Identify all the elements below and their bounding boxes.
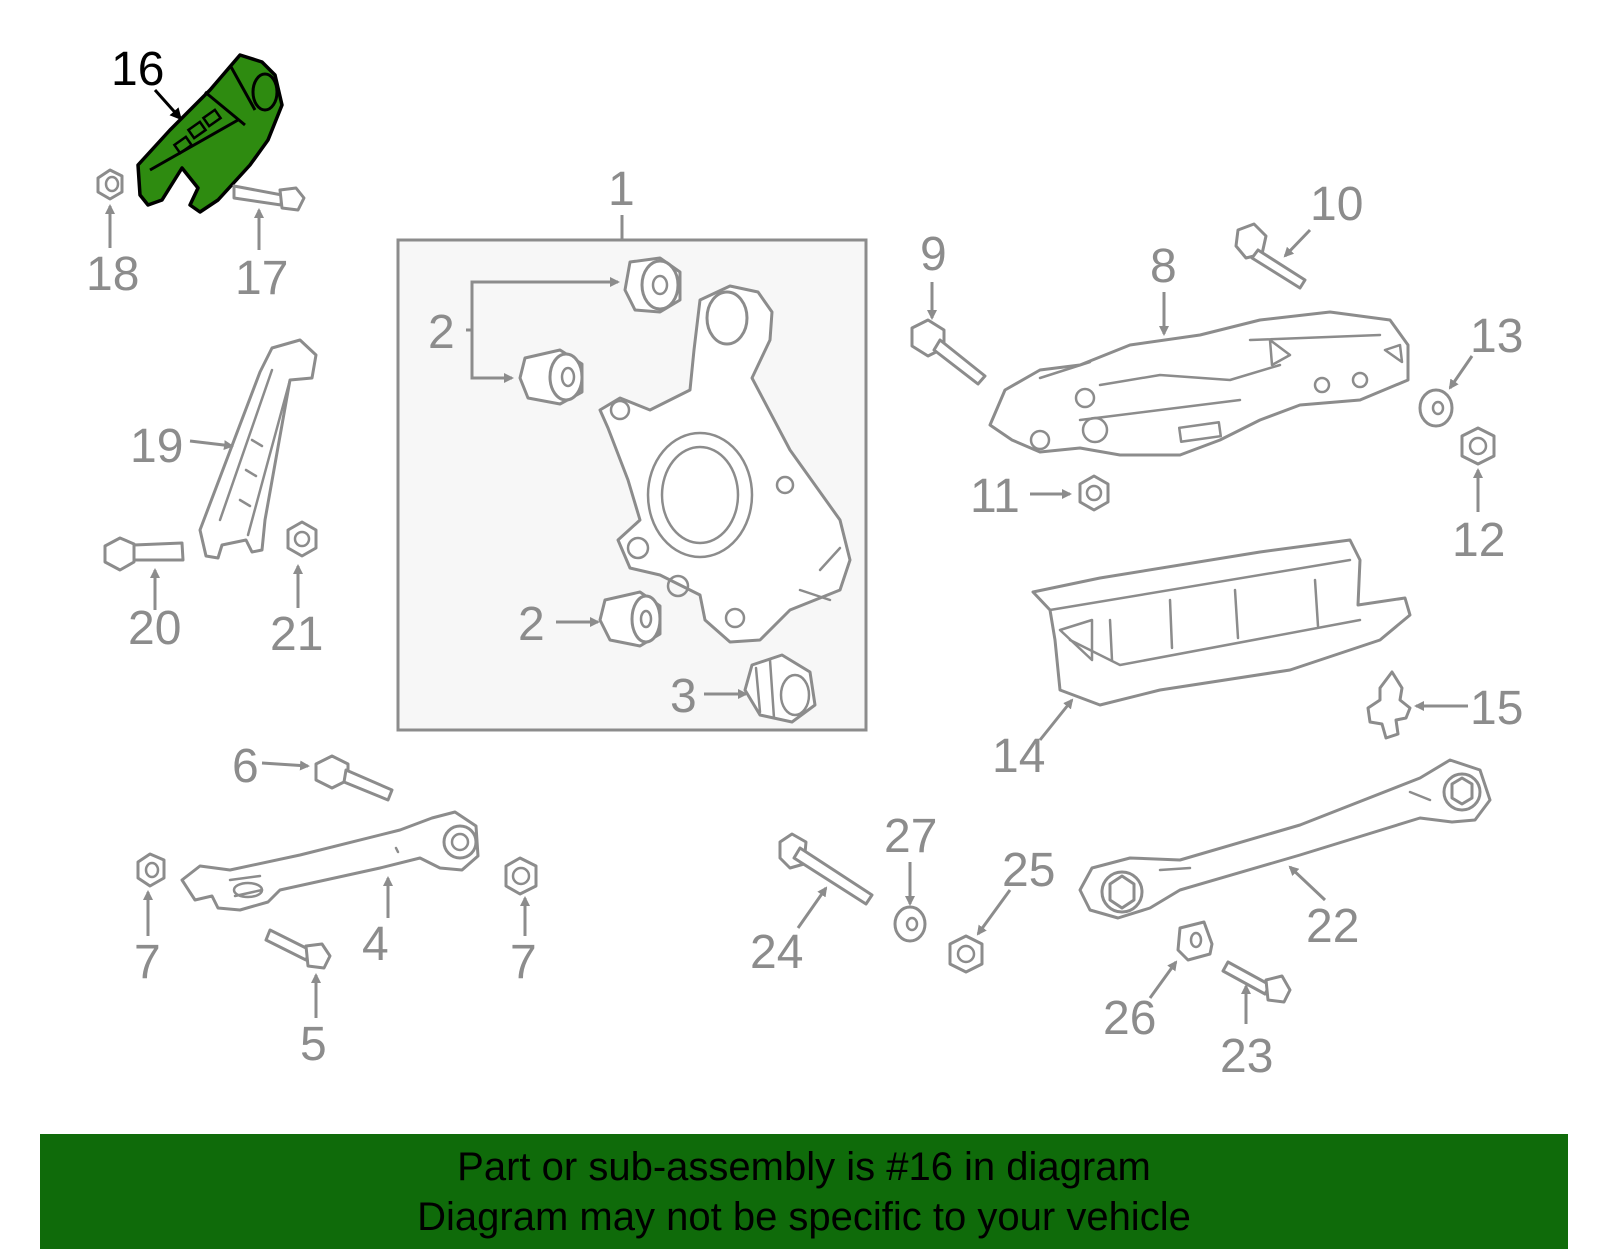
part-4-control-arm[interactable] xyxy=(180,810,480,912)
part-20-bolt[interactable] xyxy=(103,536,185,572)
callout-7-left: 7 xyxy=(134,936,161,989)
part-22-lateral-arm[interactable] xyxy=(1078,758,1492,920)
part-26-plate[interactable] xyxy=(1176,920,1214,962)
callout-16: 16 xyxy=(111,43,164,96)
part-12-nut[interactable] xyxy=(1460,426,1496,466)
part-7-nut-right[interactable] xyxy=(504,856,538,896)
callout-3: 3 xyxy=(670,670,697,723)
part-knuckle[interactable] xyxy=(598,284,852,644)
callout-2-upper: 2 xyxy=(428,306,455,359)
callout-25: 25 xyxy=(1002,844,1055,897)
callout-20: 20 xyxy=(128,602,181,655)
callout-11: 11 xyxy=(970,470,1020,523)
callout-14: 14 xyxy=(992,730,1045,783)
banner-line-1: Part or sub-assembly is #16 in diagram xyxy=(457,1144,1151,1189)
callout-12: 12 xyxy=(1452,514,1505,567)
part-5-bolt[interactable] xyxy=(264,928,332,970)
part-6-bolt[interactable] xyxy=(314,754,394,802)
callout-10: 10 xyxy=(1310,178,1363,231)
part-21-nut[interactable] xyxy=(286,520,318,558)
info-banner: Part or sub-assembly is #16 in diagram D… xyxy=(40,1134,1568,1249)
part-15-clip[interactable] xyxy=(1366,670,1412,740)
callout-5: 5 xyxy=(300,1018,327,1071)
banner-line-2: Diagram may not be specific to your vehi… xyxy=(417,1194,1191,1239)
callout-19: 19 xyxy=(130,420,183,473)
part-14-shield[interactable] xyxy=(1031,538,1412,707)
part-2-bushing-middle[interactable] xyxy=(518,348,584,406)
part-19-trailing-link[interactable] xyxy=(198,338,318,560)
callout-27: 27 xyxy=(884,810,937,863)
part-18-nut[interactable] xyxy=(96,168,124,201)
banner-background xyxy=(40,1134,1568,1249)
callout-1: 1 xyxy=(608,163,635,216)
callout-9: 9 xyxy=(920,228,947,281)
part-13-washer[interactable] xyxy=(1418,388,1454,428)
callout-8: 8 xyxy=(1150,240,1177,293)
callout-23: 23 xyxy=(1220,1030,1273,1083)
part-10-bolt[interactable] xyxy=(1234,222,1307,290)
callout-22: 22 xyxy=(1306,900,1359,953)
part-23-bolt[interactable] xyxy=(1221,960,1292,1004)
callout-6: 6 xyxy=(232,740,259,793)
part-2-bushing-lower[interactable] xyxy=(598,590,662,648)
part-2-bushing-upper[interactable] xyxy=(623,256,682,314)
callout-26: 26 xyxy=(1103,992,1156,1045)
callout-13: 13 xyxy=(1470,310,1523,363)
callout-18: 18 xyxy=(86,248,139,301)
callout-17: 17 xyxy=(235,252,288,305)
part-8-subframe[interactable] xyxy=(988,310,1410,457)
callout-21: 21 xyxy=(270,608,323,661)
part-27-washer[interactable] xyxy=(893,905,927,943)
part-17-bolt[interactable] xyxy=(232,184,306,212)
callout-24: 24 xyxy=(750,926,803,979)
part-16-bracket[interactable] xyxy=(136,53,284,214)
part-25-nut[interactable] xyxy=(948,934,984,974)
part-24-bolt[interactable] xyxy=(778,832,874,906)
part-11-nut[interactable] xyxy=(1078,474,1110,512)
callout-15: 15 xyxy=(1470,682,1523,735)
callout-4: 4 xyxy=(362,918,389,971)
callout-2-lower: 2 xyxy=(518,598,545,651)
callout-7-right: 7 xyxy=(510,936,537,989)
part-7-nut-left[interactable] xyxy=(136,852,166,888)
part-9-bolt[interactable] xyxy=(910,318,987,386)
